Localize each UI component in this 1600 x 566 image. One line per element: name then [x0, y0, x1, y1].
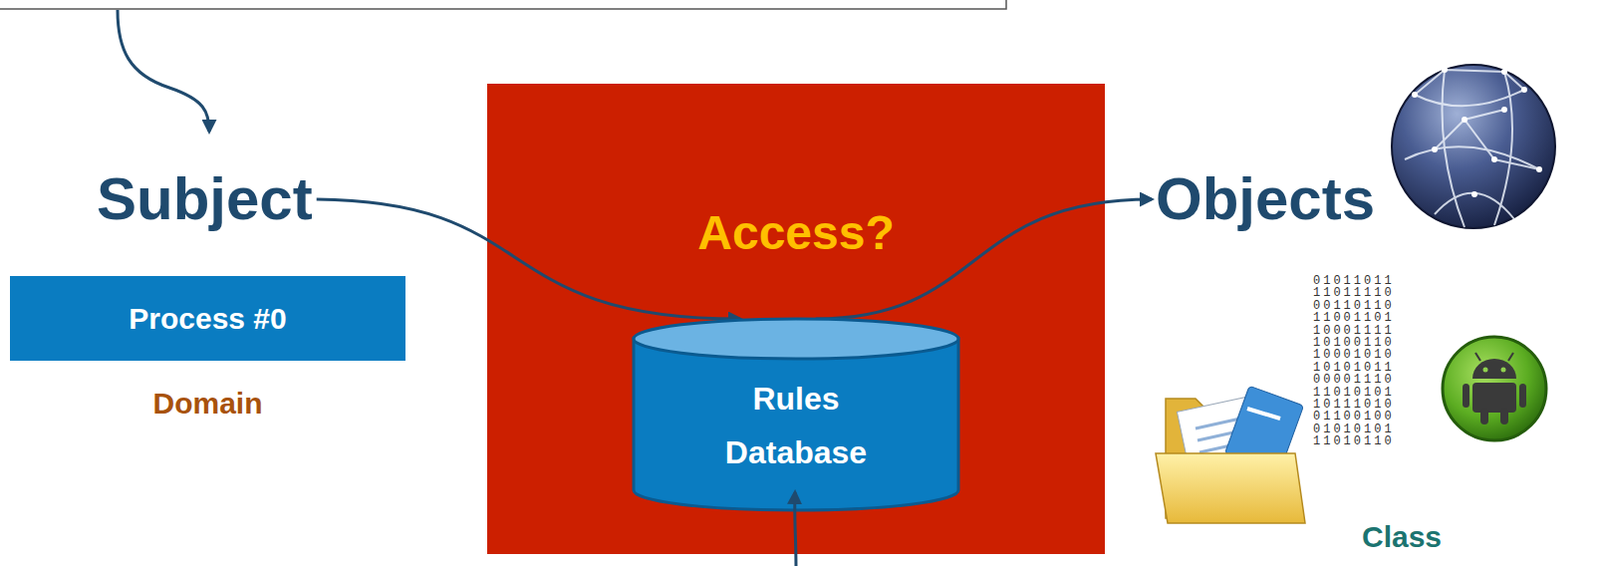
process-box: Process #0Domain [9, 275, 406, 361]
class-label: Class [1361, 520, 1442, 554]
input-arrow [795, 492, 797, 566]
node-title: Process #0 [128, 301, 286, 336]
access-region: Access? Rules Database [487, 83, 1105, 554]
subject-text: Subject [96, 164, 313, 235]
node-title: Rules Database [686, 371, 906, 480]
node-title: Access? [487, 205, 1105, 261]
binary-data: 01011011 11011110 00110110 11001101 1000… [1313, 274, 1403, 449]
partial-box [0, 0, 1007, 9]
node-subtitle: Domain [9, 386, 406, 421]
android-icon [1442, 336, 1547, 441]
database-cylinder: Rules Database [631, 316, 961, 513]
node-title: Objects [1155, 164, 1375, 235]
leader-arrow [117, 9, 210, 132]
objects-text: Objects [1155, 164, 1375, 235]
globe-icon [1391, 64, 1556, 229]
access-region-fill [487, 83, 1105, 554]
folder-icon [1155, 385, 1306, 524]
node-title: Subject [96, 164, 313, 235]
